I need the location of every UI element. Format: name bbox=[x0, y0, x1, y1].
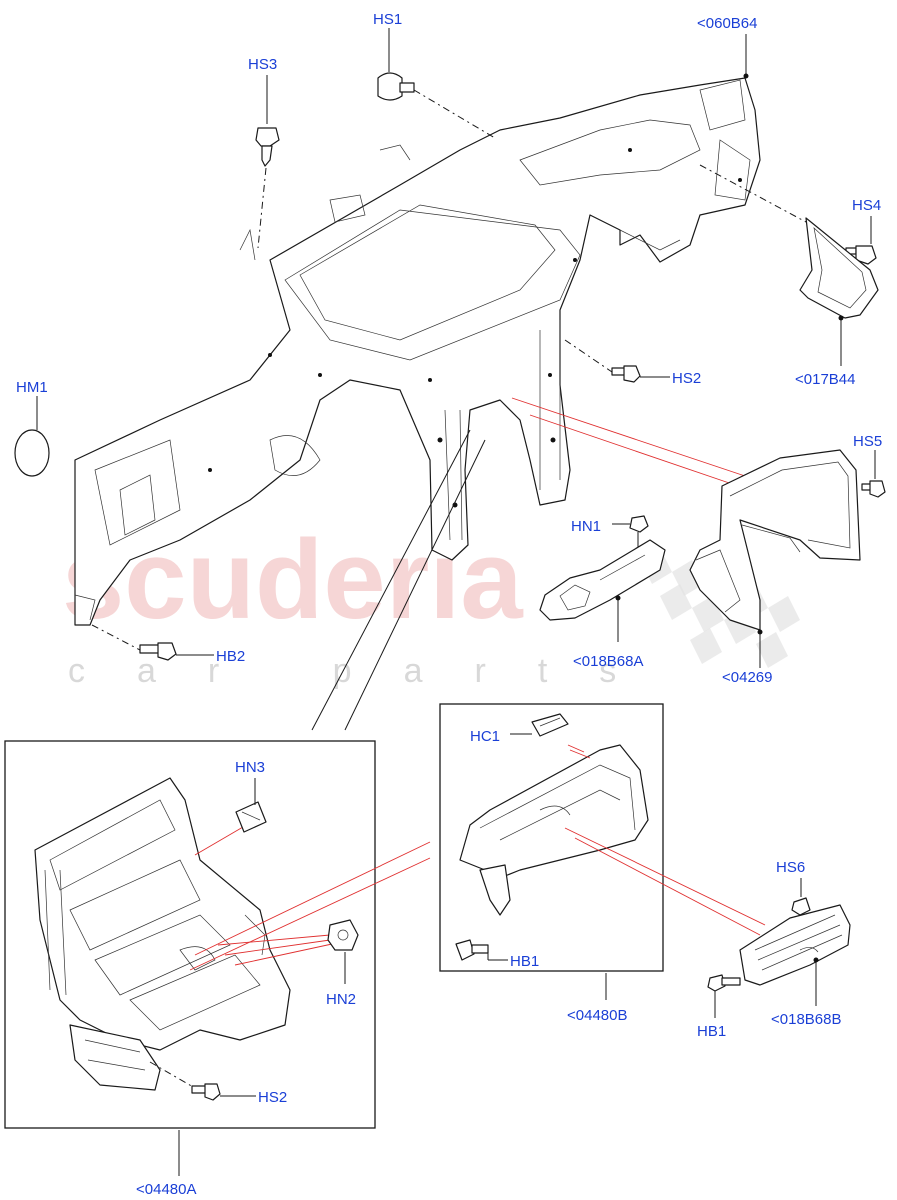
label-hb2: HB2 bbox=[216, 648, 245, 665]
label-hb1-right: HB1 bbox=[697, 1023, 726, 1040]
hs6-bolt bbox=[791, 878, 811, 916]
label-hs2-bottom: HS2 bbox=[258, 1089, 287, 1106]
label-hs3: HS3 bbox=[248, 56, 277, 73]
box-04480a bbox=[4, 740, 376, 1129]
red-leader-hc1-2 bbox=[569, 749, 591, 759]
label-hs2-top: HS2 bbox=[672, 370, 701, 387]
hn2-nut bbox=[327, 919, 359, 984]
label-04269: <04269 bbox=[722, 669, 772, 686]
hb2-bolt bbox=[91, 624, 214, 661]
label-017b44: <017B44 bbox=[795, 371, 855, 388]
label-018b68a: <018B68A bbox=[573, 653, 643, 670]
red-leader-hc1 bbox=[567, 744, 585, 753]
label-hn1: HN1 bbox=[571, 518, 601, 535]
red-leader-hn2-3 bbox=[234, 943, 333, 966]
bracket-017b44 bbox=[699, 164, 879, 366]
hn3-clip bbox=[235, 778, 267, 833]
box-04480b bbox=[439, 703, 664, 972]
hs4-bolt bbox=[845, 216, 877, 265]
label-hb1-box: HB1 bbox=[510, 953, 539, 970]
hb1-box-bolt bbox=[455, 939, 508, 961]
bracket-04480b bbox=[459, 744, 649, 916]
red-leader-hn2-1 bbox=[217, 934, 331, 946]
watermark-tagline: car parts bbox=[68, 652, 668, 690]
label-hn2: HN2 bbox=[326, 991, 356, 1008]
label-hn3: HN3 bbox=[235, 759, 265, 776]
red-leader-box-a-to-b-2 bbox=[189, 857, 431, 971]
bracket-04269 bbox=[689, 449, 861, 668]
hb1-right-bolt bbox=[707, 974, 741, 1018]
label-hm1: HM1 bbox=[16, 379, 48, 396]
red-leader-box-b-2 bbox=[574, 837, 761, 936]
leader-beam-to-box-a-2 bbox=[344, 439, 486, 731]
label-hs4: HS4 bbox=[852, 197, 881, 214]
hs3-bolt bbox=[255, 75, 280, 249]
label-hs1: HS1 bbox=[373, 11, 402, 28]
red-leader-1 bbox=[511, 397, 746, 477]
label-hs6: HS6 bbox=[776, 859, 805, 876]
label-04480b: <04480B bbox=[567, 1007, 627, 1024]
label-hc1: HC1 bbox=[470, 728, 500, 745]
label-04480a: <04480A bbox=[136, 1181, 196, 1198]
leader-beam-to-box-a-1 bbox=[311, 429, 471, 731]
red-leader-2 bbox=[529, 414, 739, 487]
console-frame-04480a bbox=[34, 777, 291, 1091]
red-leader-box-a-to-b-1 bbox=[194, 841, 431, 956]
label-hs5: HS5 bbox=[853, 433, 882, 450]
label-060b64: <060B64 bbox=[697, 15, 757, 32]
red-leader-box-b-1 bbox=[564, 827, 766, 926]
red-leader-hn2-2 bbox=[224, 939, 331, 956]
hs2-top-bolt bbox=[564, 339, 670, 383]
cross-car-beam bbox=[74, 77, 761, 626]
hs5-bolt bbox=[861, 450, 886, 498]
label-018b68b: <018B68B bbox=[771, 1011, 841, 1028]
hc1-clip bbox=[510, 713, 569, 737]
hm1-ring bbox=[14, 396, 50, 477]
bracket-018b68b bbox=[739, 904, 851, 1006]
hs1-bolt bbox=[377, 28, 496, 139]
bracket-018b68a bbox=[539, 539, 666, 642]
hs2-bottom-bolt bbox=[149, 1061, 256, 1101]
